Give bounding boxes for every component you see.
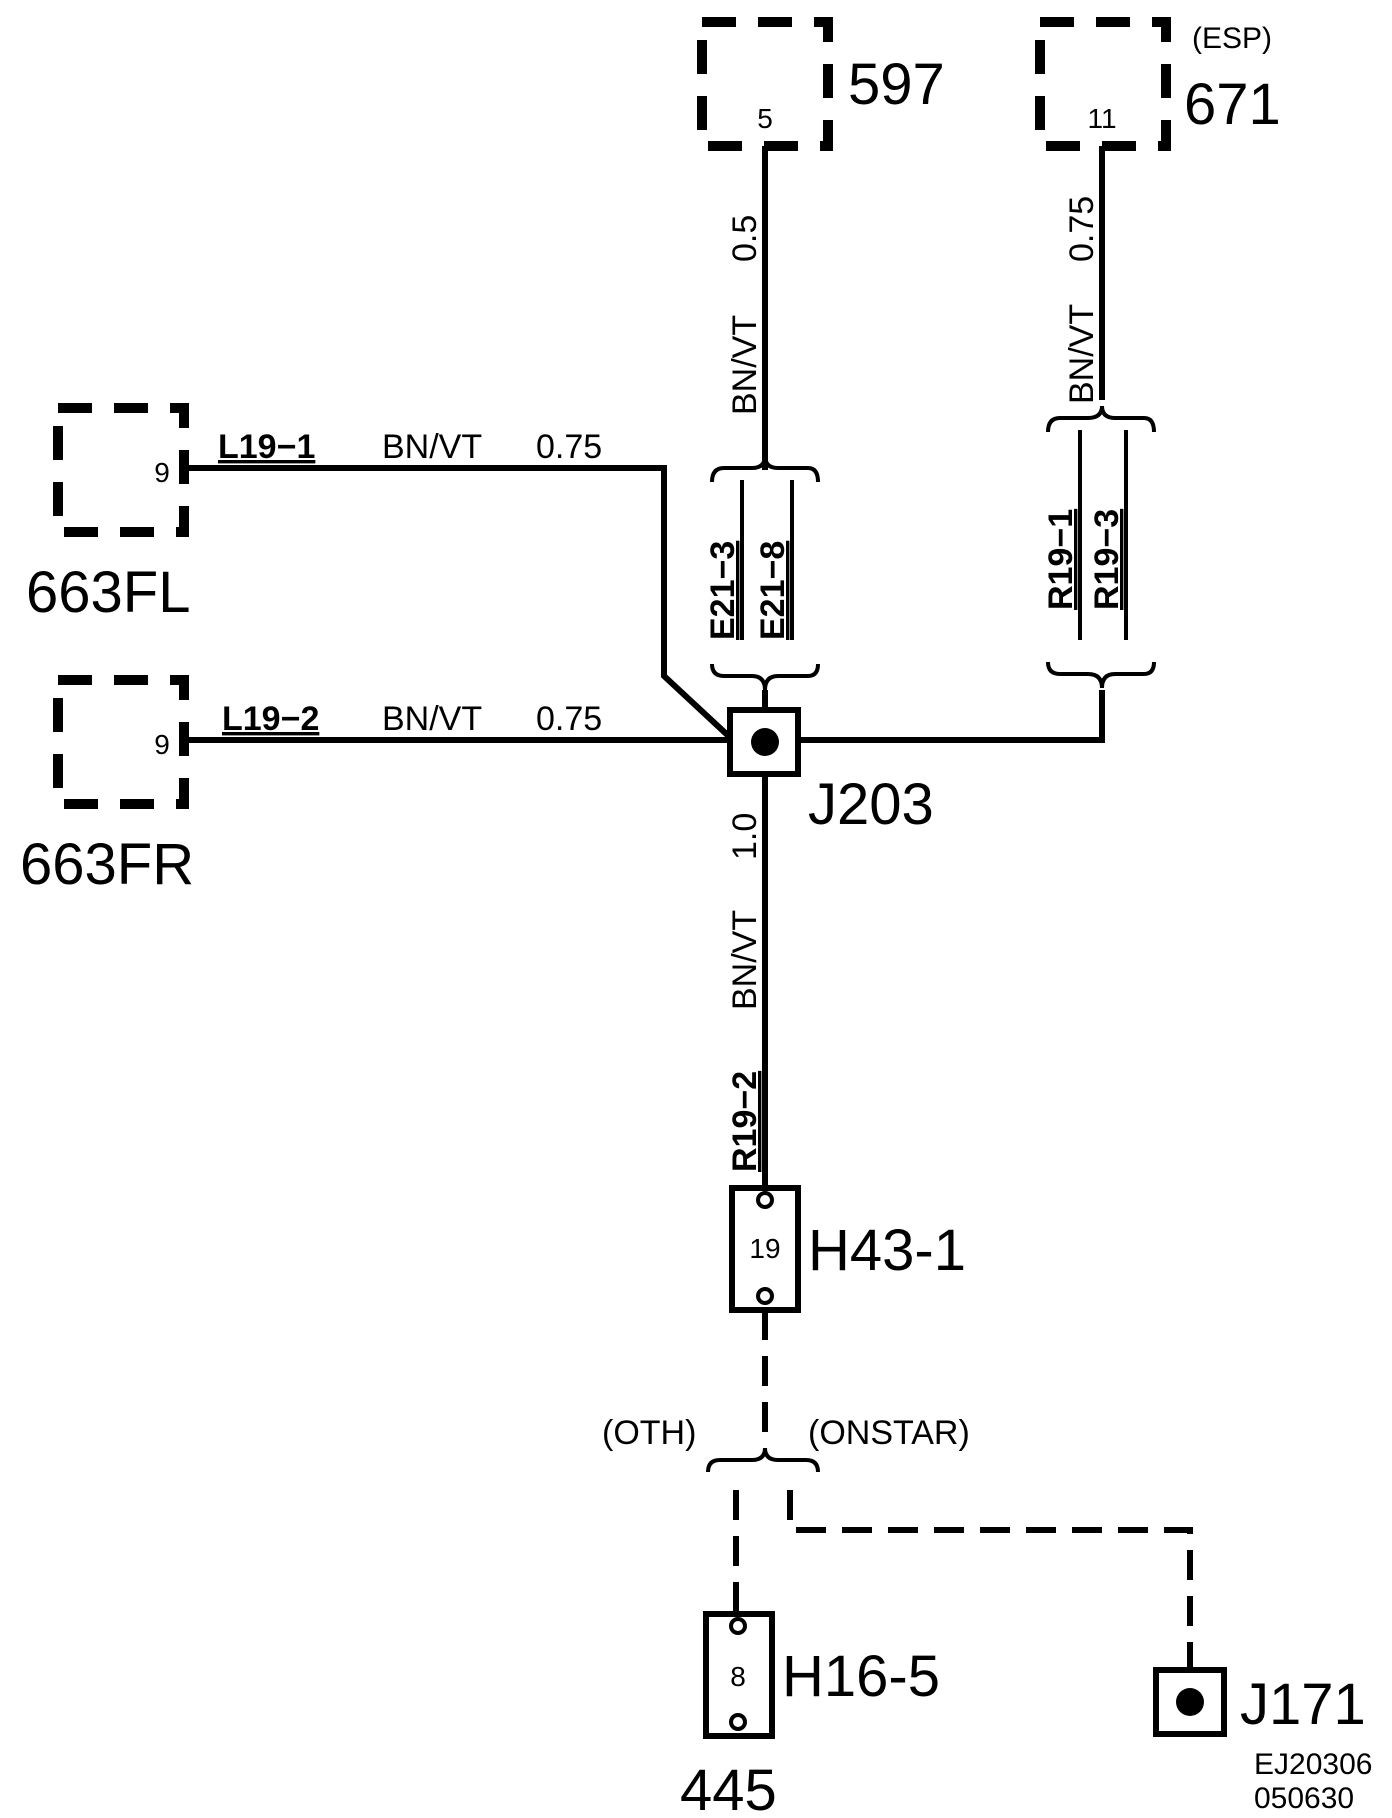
splice-j203: J203 bbox=[727, 690, 934, 837]
wire-l19-2-gauge: 0.75 bbox=[536, 700, 602, 738]
component-671-label: 671 bbox=[1184, 72, 1281, 137]
connector-h43-1: 19 H43-1 bbox=[729, 1185, 966, 1313]
option-oth-label: (OTH) bbox=[602, 1414, 696, 1452]
option-bracket-r19: R19−1 R19−3 bbox=[1042, 405, 1156, 689]
wire-671-color: BN/VT bbox=[1063, 304, 1101, 404]
component-663fl-pin: 9 bbox=[154, 457, 170, 488]
wire-main-gauge: 1.0 bbox=[726, 813, 764, 860]
wire-l19-1-gauge: 0.75 bbox=[536, 428, 602, 466]
component-663fr: 9 663FR bbox=[20, 675, 194, 897]
wire-l19-1-connector: L19−1 bbox=[218, 428, 315, 466]
component-597-label: 597 bbox=[848, 52, 945, 117]
splice-j171-dot bbox=[1176, 1688, 1204, 1716]
component-663fl: 9 663FL bbox=[26, 403, 190, 625]
option-bracket-oth-onstar: (OTH) (ONSTAR) bbox=[602, 1414, 970, 1473]
connector-e21-8: E21−8 bbox=[754, 541, 792, 640]
wire-main: 1.0 BN/VT R19−2 bbox=[726, 774, 768, 1192]
connector-h43-1-pin: 19 bbox=[749, 1233, 780, 1264]
component-663fl-label: 663FL bbox=[26, 560, 190, 625]
connector-e21-3: E21−3 bbox=[704, 541, 742, 640]
wire-l19-1: L19−1 BN/VT 0.75 bbox=[184, 428, 738, 745]
splice-j171-box bbox=[1153, 1667, 1227, 1737]
component-663fr-pin: 9 bbox=[154, 729, 170, 760]
option-onstar-label: (ONSTAR) bbox=[808, 1414, 970, 1452]
option-bracket-e21: E21−3 E21−8 bbox=[704, 455, 820, 691]
component-671-note: (ESP) bbox=[1192, 22, 1272, 55]
wire-597-gauge: 0.5 bbox=[726, 215, 764, 262]
connector-r19-3: R19−3 bbox=[1088, 509, 1126, 610]
splice-j203-label: J203 bbox=[808, 772, 934, 837]
wire-671-gauge: 0.75 bbox=[1063, 196, 1101, 262]
connector-h16-5-label: H16-5 bbox=[782, 1644, 940, 1709]
wire-597-color: BN/VT bbox=[726, 315, 764, 415]
component-597-pin: 5 bbox=[757, 103, 773, 134]
splice-j171: J171 bbox=[1153, 1667, 1366, 1737]
wire-onstar bbox=[787, 1490, 1193, 1676]
component-663fr-label: 663FR bbox=[20, 832, 194, 897]
splice-j171-label: J171 bbox=[1240, 1672, 1366, 1737]
wire-main-color: BN/VT bbox=[726, 910, 764, 1010]
connector-h16-5: 8 H16-5 bbox=[703, 1611, 940, 1739]
wire-l19-2-connector: L19−2 bbox=[222, 700, 319, 738]
footer-date: 050630 bbox=[1254, 1782, 1354, 1815]
wire-597: 0.5 BN/VT bbox=[726, 146, 768, 470]
connector-h16-5-pin: 8 bbox=[730, 1661, 746, 1692]
component-445-label: 445 bbox=[680, 1758, 777, 1818]
component-671: 11 (ESP) 671 bbox=[1035, 17, 1281, 151]
component-597: 5 597 bbox=[697, 17, 945, 151]
component-671-pin: 11 bbox=[1087, 103, 1116, 134]
connector-h43-1-label: H43-1 bbox=[808, 1218, 966, 1283]
wire-l19-2: L19−2 BN/VT 0.75 bbox=[184, 690, 1105, 743]
splice-j203-dot bbox=[751, 728, 779, 756]
connector-r19-1: R19−1 bbox=[1042, 509, 1080, 610]
wire-l19-2-color: BN/VT bbox=[382, 700, 482, 738]
wire-main-connector: R19−2 bbox=[726, 1071, 764, 1172]
footer-code: EJ20306 bbox=[1254, 1748, 1372, 1781]
wire-671: 0.75 BN/VT bbox=[1063, 146, 1105, 404]
wire-l19-1-color: BN/VT bbox=[382, 428, 482, 466]
